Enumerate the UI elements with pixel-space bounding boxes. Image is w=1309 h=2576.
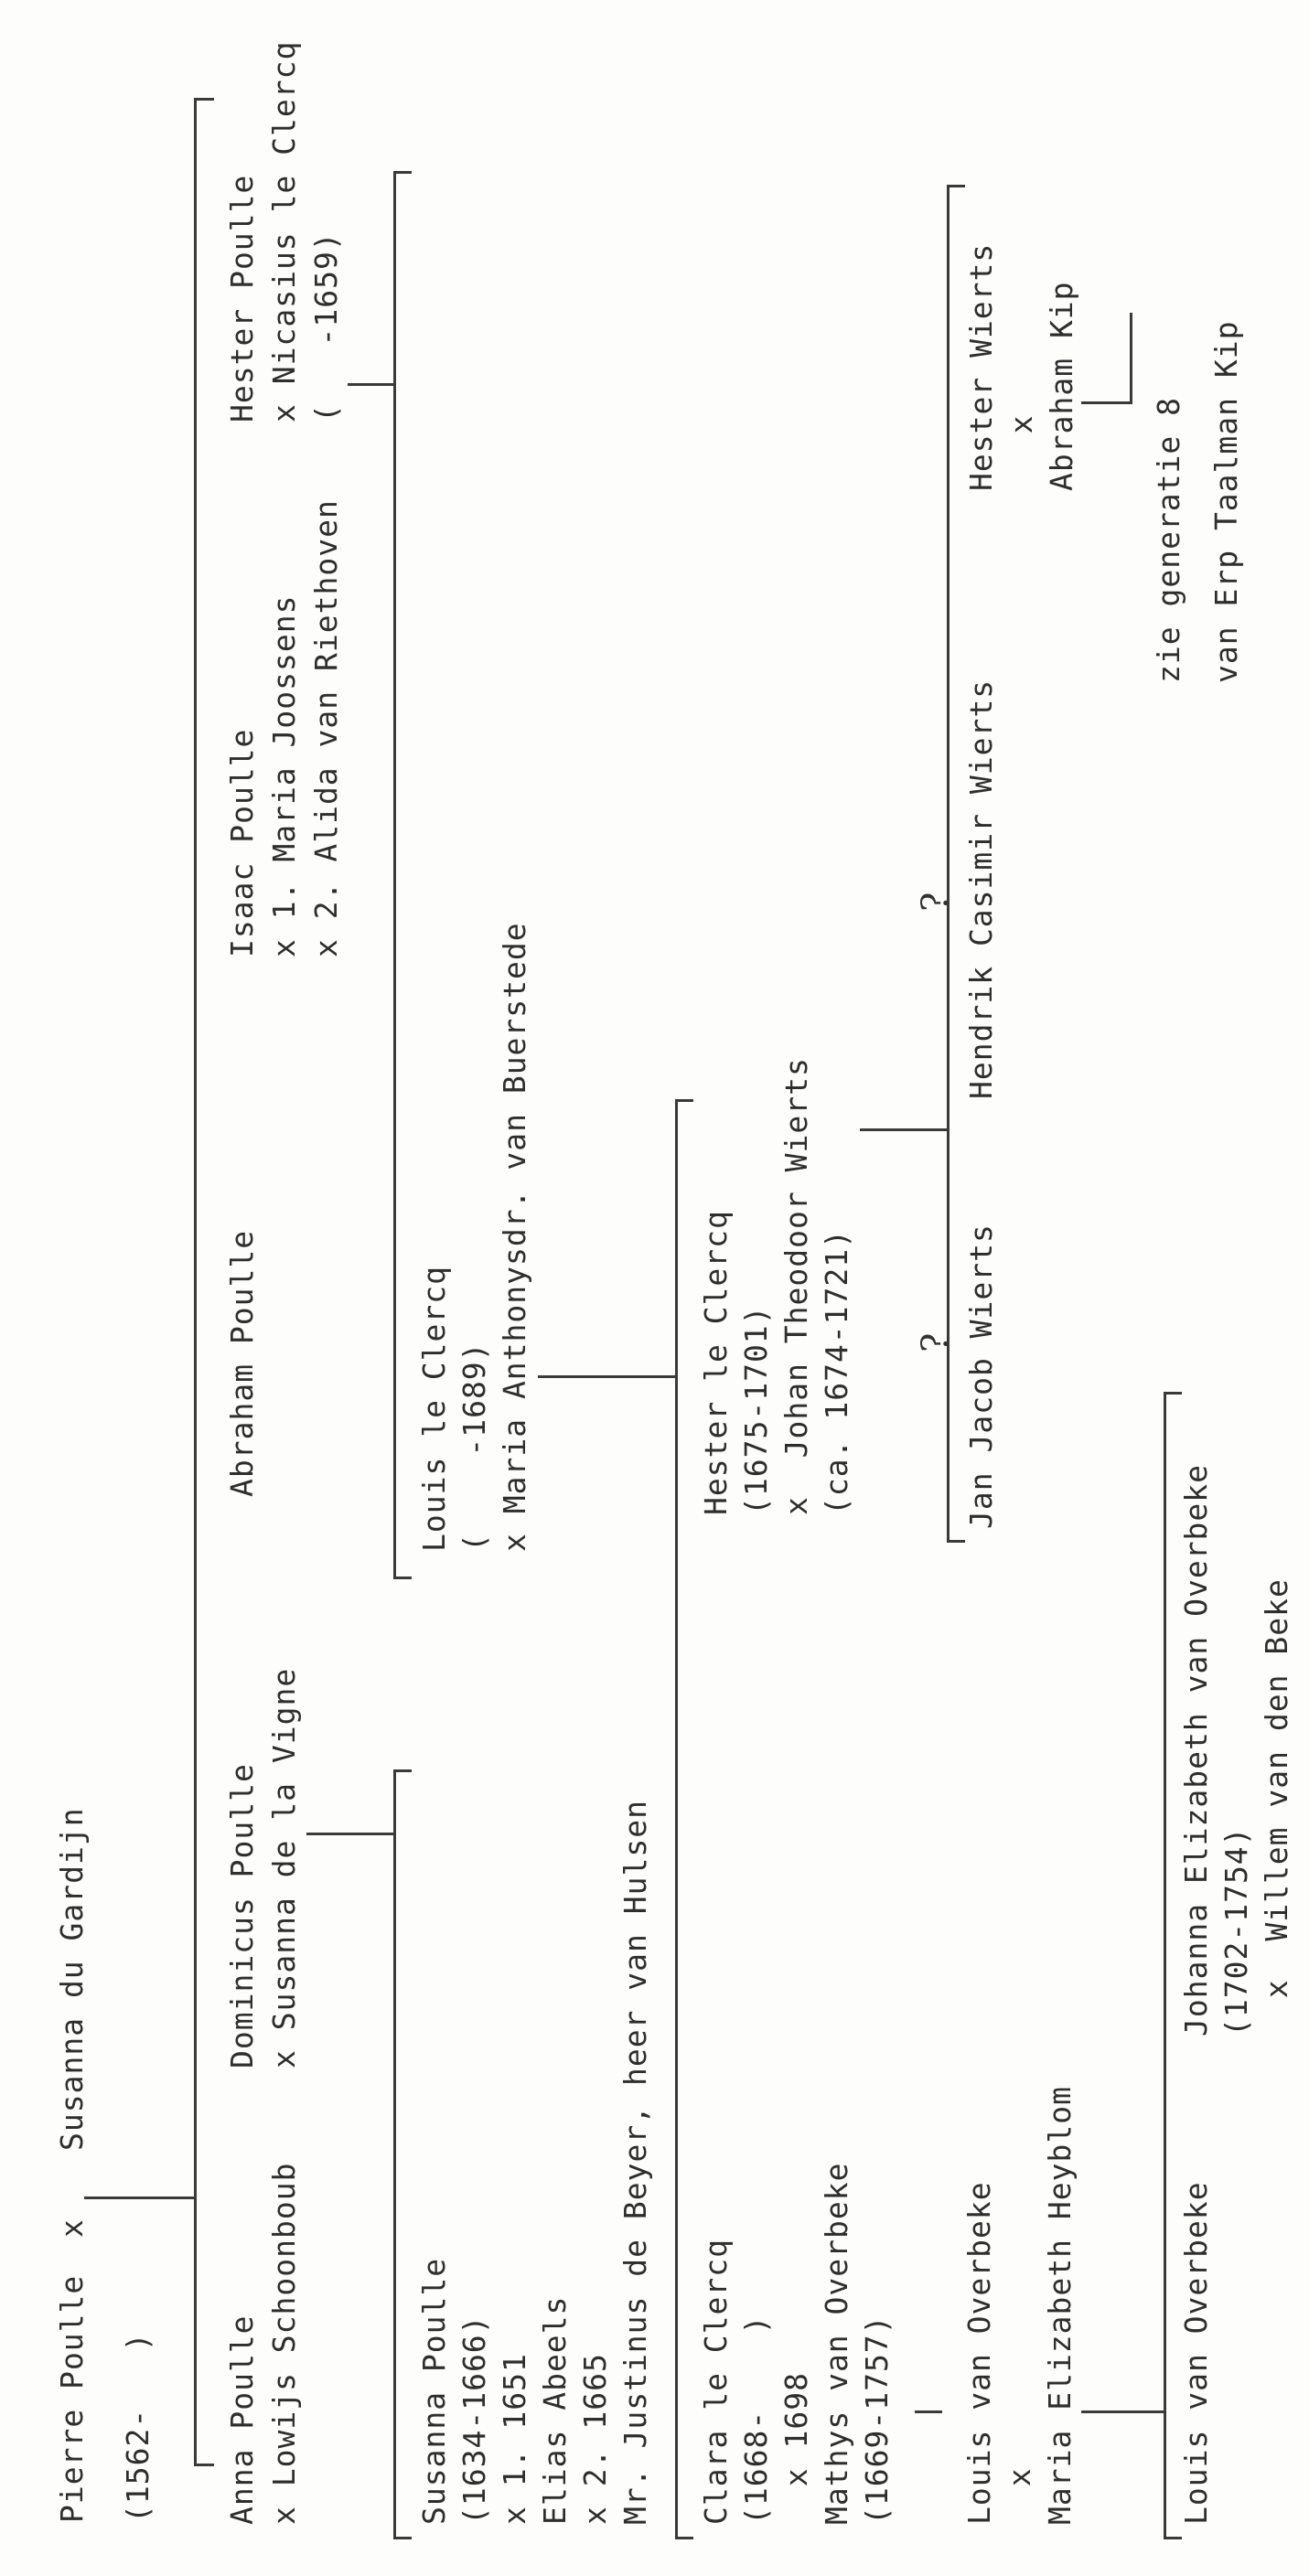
pierre-dates: (1562- ) <box>120 2332 156 2523</box>
gen4-bracket-left <box>675 2537 693 2539</box>
gen4-bracket <box>675 1099 678 2539</box>
hester-poulle: Hester Poulle <box>224 174 260 422</box>
susanna-du-gardijn: Susanna du Gardijn <box>54 1807 90 2151</box>
mathys-dates: (1669-1757) <box>859 2314 895 2525</box>
clara-marriage: x 1698 <box>778 2372 814 2525</box>
kip-reference-line <box>1130 313 1132 404</box>
hester-le-clercq-spouse: x Johan Theodoor Wierts <box>778 1057 814 1515</box>
hendrik-casimir-wierts: Hendrik Casimir Wierts <box>963 679 999 1099</box>
susanna-spouse-1: Elias Abeels <box>537 2295 573 2525</box>
susanna-poulle: Susanna Poulle <box>416 2257 452 2525</box>
hester-le-clercq-descent-line <box>860 1128 947 1131</box>
reference-family: van Erp Taalman Kip <box>1208 320 1244 684</box>
anna-poulle: Anna Poulle <box>224 2314 260 2525</box>
question-mark-icon: ? <box>915 1332 957 1352</box>
isaac-poulle: Isaac Poulle <box>224 728 260 957</box>
hester-descent-line <box>348 383 393 386</box>
louis-van-overbeke-x: x <box>1002 2467 1037 2525</box>
gen2-bracket-line <box>194 98 197 2466</box>
clara-le-clercq: Clara le Clercq <box>698 2238 734 2525</box>
susanna-marriage-2: x 2. 1665 <box>577 2353 613 2525</box>
louis-van-overbeke-descent-line <box>1081 2410 1164 2413</box>
hester-gen3-bracket <box>393 171 396 1579</box>
pierre-poulle: Pierre Poulle <box>54 2274 90 2523</box>
kip-descent-line <box>1081 401 1132 404</box>
johanna-elizabeth-van-overbeke: Johanna Elizabeth van Overbeke <box>1178 1463 1214 2036</box>
reference-generation: zie generatie 8 <box>1151 396 1186 683</box>
mathys-descent-line <box>915 2410 942 2413</box>
louis-dates: ( -1689) <box>456 1341 492 1552</box>
gen1-descent-line <box>84 2197 194 2199</box>
susanna-spouse-2: Mr. Justinus de Beyer, heer van Hulsen <box>617 1800 653 2525</box>
hester-le-clercq-spouse-dates: (ca. 1674-1721) <box>819 1228 854 1515</box>
gen5-bracket-right <box>947 185 965 187</box>
question-mark-icon: ? <box>915 892 957 912</box>
louis-spouse: x Maria Anthonysdr. van Buerstede <box>497 922 532 1552</box>
hester-le-clercq-dates: (1675-1701) <box>738 1305 774 1515</box>
clara-dates: (1668- ) <box>738 2314 774 2525</box>
susanna-dates: (1634-1666) <box>456 2314 492 2525</box>
jan-jacob-wierts: Jan Jacob Wierts <box>963 1224 999 1529</box>
hester-spouse: x Nicasius le Clercq <box>266 40 302 422</box>
abraham-poulle: Abraham Poulle <box>224 1229 260 1497</box>
johanna-dates: (1702-1754) <box>1218 1826 1254 2036</box>
gen5-bracket-left <box>947 1540 965 1543</box>
hester-wierts: Hester Wierts <box>963 242 999 491</box>
louis-le-clercq: Louis le Clercq <box>416 1265 452 1552</box>
mathys-van-overbeke: Mathys van Overbeke <box>819 2162 854 2526</box>
gen6-bracket-right <box>1164 1392 1182 1395</box>
hester-spouse-dates: ( -1659) <box>308 231 344 422</box>
dominicus-spouse: x Susanna de la Vigne <box>266 1667 302 2068</box>
hester-wierts-x: x <box>1003 414 1039 491</box>
susanna-marriage-1: x 1. 1651 <box>497 2353 532 2525</box>
gen6-bracket <box>1164 1392 1166 2539</box>
isaac-spouse-2: x 2. Alida van Riethoven <box>308 499 344 957</box>
hester-gen3-bracket-left <box>393 1577 412 1579</box>
dominicus-gen3-bracket <box>393 1769 396 2539</box>
johanna-spouse: x Willem van den Beke <box>1259 1578 1294 2036</box>
louis-van-overbeke-spouse: Maria Elizabeth Heyblom <box>1042 2086 1078 2525</box>
anna-spouse: x Lowijs Schoonboub <box>266 2162 302 2526</box>
dominicus-descent-line <box>306 1833 393 1835</box>
hester-wierts-spouse: Abraham Kip <box>1044 281 1079 491</box>
marriage-x: x <box>54 2218 90 2238</box>
hester-gen3-bracket-right <box>393 171 412 174</box>
hester-le-clercq: Hester le Clercq <box>698 1210 734 1515</box>
dominicus-gen3-bracket-right <box>393 1769 412 1772</box>
louis-van-overbeke-gen6: Louis van Overbeke <box>1178 2181 1214 2525</box>
louis-van-overbeke: Louis van Overbeke <box>961 2181 997 2525</box>
gen4-bracket-right <box>675 1099 693 1102</box>
gen2-bracket-right <box>194 98 214 101</box>
gen2-bracket-left <box>194 2464 214 2466</box>
isaac-spouse-1: x 1. Maria Joossens <box>266 594 302 958</box>
gen6-bracket-left <box>1164 2537 1182 2539</box>
dominicus-poulle: Dominicus Poulle <box>224 1763 260 2068</box>
dominicus-gen3-bracket-left <box>393 2537 412 2539</box>
louis-descent-line <box>538 1375 675 1378</box>
